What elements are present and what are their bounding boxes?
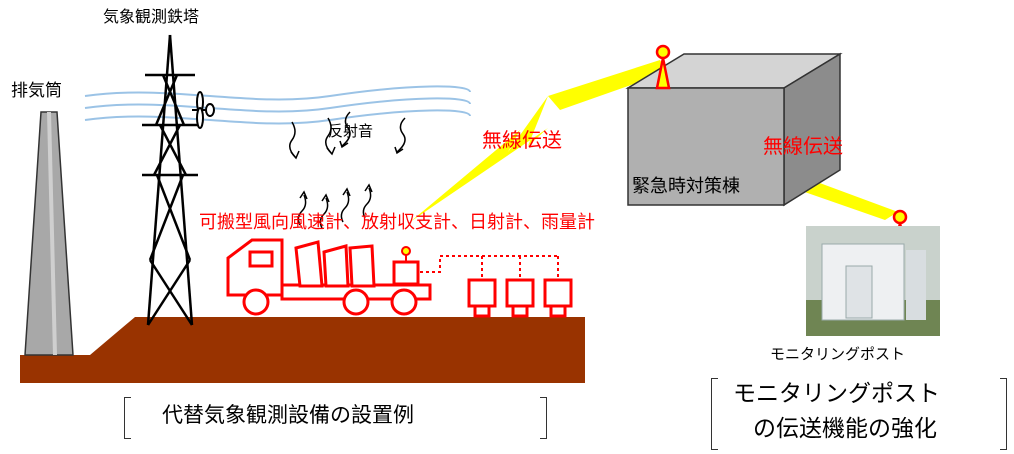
caption-right-line2: の伝送機能の強化 bbox=[753, 416, 937, 442]
stack-label: 排気筒 bbox=[11, 81, 62, 101]
caption-left-bracket-open bbox=[124, 397, 131, 439]
reflection-arrows bbox=[289, 111, 406, 160]
steel-tower-icon bbox=[142, 34, 198, 326]
caption-right-bracket-close bbox=[1000, 378, 1007, 450]
wireless-label-left: 無線伝送 bbox=[482, 128, 562, 152]
caption-left: 代替気象観測設備の設置例 bbox=[162, 403, 414, 427]
wind-turbine-icon bbox=[192, 91, 215, 129]
sound-arrows bbox=[297, 183, 373, 229]
wind-lines bbox=[84, 85, 471, 125]
tower-label: 気象観測鉄塔 bbox=[103, 7, 200, 26]
building-label: 緊急時対策棟 bbox=[632, 176, 740, 197]
exhaust-stack-icon bbox=[24, 111, 74, 356]
monitoring-post-label: モニタリングポスト bbox=[770, 345, 906, 363]
caption-left-bracket-close bbox=[540, 397, 547, 439]
caption-right-line1: モニタリングポスト bbox=[733, 381, 940, 407]
instruments-label: 可搬型風向風速計、放射収支計、日射計、雨量計 bbox=[199, 212, 595, 233]
caption-right-bracket-open bbox=[711, 378, 718, 450]
sensor-units bbox=[467, 278, 573, 318]
monitoring-post-photo bbox=[806, 226, 940, 336]
antenna-icon bbox=[655, 44, 671, 90]
reflection-label: 反射音 bbox=[328, 122, 374, 140]
sensor-cables bbox=[420, 255, 560, 280]
truck-antenna-icon bbox=[401, 246, 411, 262]
building-box-icon bbox=[625, 52, 843, 207]
ground bbox=[20, 317, 585, 383]
truck-icon bbox=[226, 238, 432, 316]
wireless-label-right: 無線伝送 bbox=[763, 134, 843, 158]
